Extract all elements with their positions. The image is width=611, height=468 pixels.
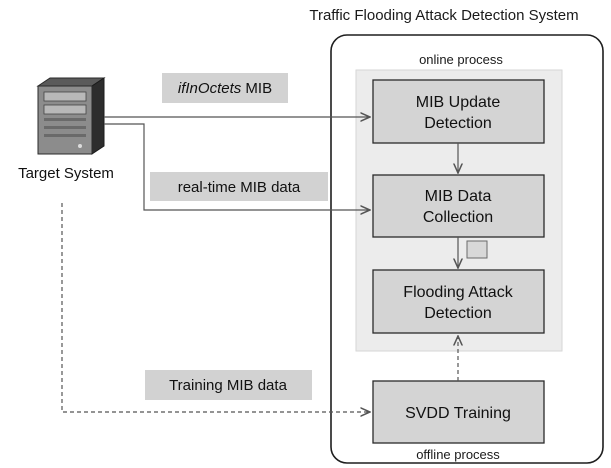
realtime-mib-label: real-time MIB data — [150, 172, 328, 201]
offline-process-label: offline process — [416, 447, 500, 462]
target-system-label: Target System — [18, 165, 114, 182]
training-mib-text: Training MIB data — [169, 377, 287, 394]
svdd-training-box: SVDD Training — [372, 380, 545, 444]
mib-update-line2: Detection — [424, 115, 492, 132]
arrow-training-to-svdd — [61, 203, 370, 412]
ifinoctets-label: ifInOctets MIB — [162, 73, 288, 103]
data-block-icon — [466, 240, 488, 259]
ifinoctets-mib-text: MIB — [241, 80, 272, 97]
flooding-line1: Flooding Attack — [403, 284, 513, 301]
mib-update-detection-box: MIB Update Detection — [372, 79, 545, 144]
training-mib-label: Training MIB data — [145, 370, 312, 400]
svg-text:ifInOctets MIB: ifInOctets MIB — [178, 80, 272, 97]
arrow-realtime-to-collection — [104, 123, 370, 210]
system-title: Traffic Flooding Attack Detection System — [309, 7, 578, 24]
flooding-line2: Detection — [424, 305, 492, 322]
ifinoctets-italic-text: ifInOctets — [178, 80, 242, 97]
online-process-label: online process — [419, 52, 503, 67]
mib-data-collection-box: MIB Data Collection — [372, 174, 545, 238]
mib-collection-line1: MIB Data — [425, 188, 492, 205]
realtime-mib-text: real-time MIB data — [178, 179, 301, 196]
server-icon — [36, 77, 106, 155]
svdd-label: SVDD Training — [405, 405, 511, 422]
flooding-attack-detection-box: Flooding Attack Detection — [372, 269, 545, 334]
mib-update-line1: MIB Update — [416, 94, 501, 111]
mib-collection-line2: Collection — [423, 209, 493, 226]
system-container — [330, 34, 604, 464]
